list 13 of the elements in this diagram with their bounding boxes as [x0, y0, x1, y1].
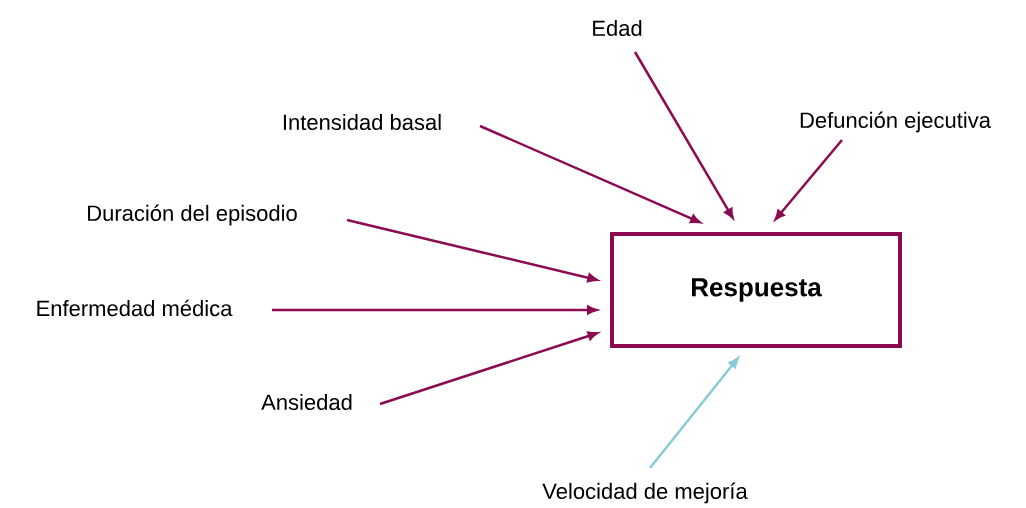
arrow [272, 305, 598, 315]
arrow [649, 357, 739, 469]
response-box: Respuesta [610, 232, 902, 348]
arrow [633, 51, 734, 219]
factor-label: Duración del episodio [88, 204, 297, 226]
factor-label: Enfermedad médica [37, 299, 233, 317]
factor-label: Velocidad de mejoría [542, 482, 748, 504]
factor-label: Intensidad basal [283, 113, 441, 131]
factor-label: Edad [593, 19, 642, 37]
factor-label: Ansiedad [261, 393, 352, 411]
arrow [479, 124, 701, 224]
factor-label: Defunción ejecutiva [800, 111, 991, 133]
arrow [774, 139, 843, 221]
